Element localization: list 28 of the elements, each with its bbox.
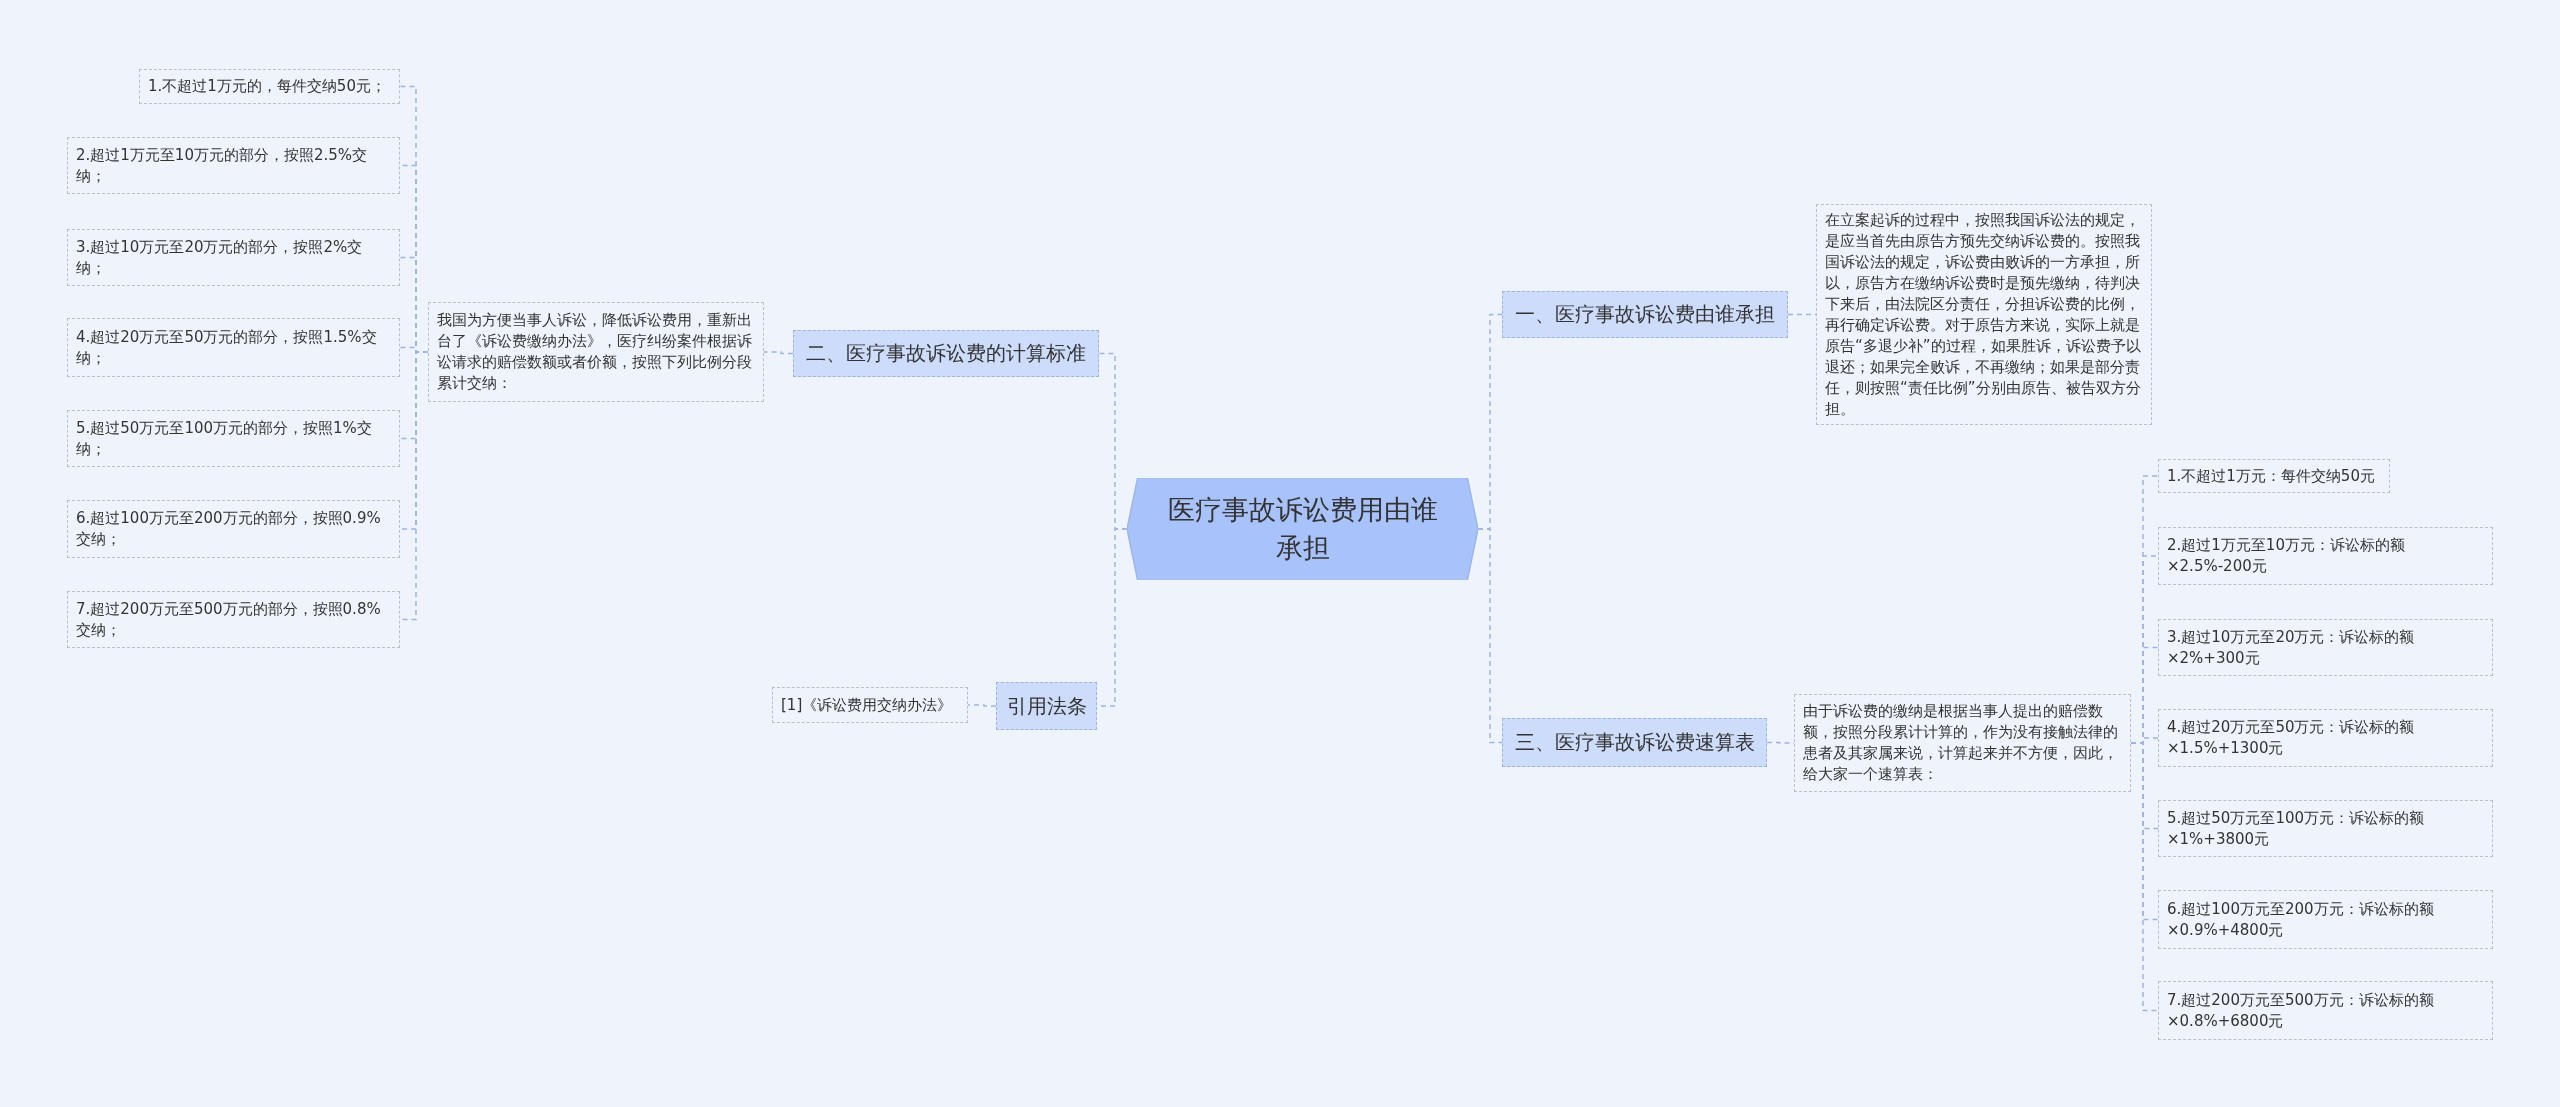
text-box: 6.超过100万元至200万元：诉讼标的额×0.9%+4800元 [2158, 890, 2493, 949]
topic-box: 引用法条 [996, 682, 1097, 730]
text-box: 1.不超过1万元的，每件交纳50元； [139, 69, 400, 104]
connector-line [2130, 742, 2159, 1012]
central-topic-box: 医疗事故诉讼费用由谁承担 [1127, 478, 1478, 580]
text-box: 3.超过10万元至20万元的部分，按照2%交纳； [67, 229, 400, 286]
text-box: 2.超过1万元至10万元的部分，按照2.5%交纳； [67, 137, 400, 194]
topic-box: 三、医疗事故诉讼费速算表 [1502, 718, 1767, 767]
text-box: 1.不超过1万元：每件交纳50元 [2158, 459, 2390, 493]
text-box: [1]《诉讼费用交纳办法》 [772, 687, 968, 723]
text-box: 我国为方便当事人诉讼，降低诉讼费用，重新出台了《诉讼费缴纳办法》，医疗纠纷案件根据诉讼请求的赔偿数额或者价额，按照下列比例分段累计交纳： [428, 302, 764, 402]
connector-line [763, 351, 794, 355]
text-box: 2.超过1万元至10万元：诉讼标的额×2.5%-200元 [2158, 527, 2493, 585]
text-box: 由于诉讼费的缴纳是根据当事人提出的赔偿数额，按照分段累计计算的，作为没有接触法律的患者及其家属来说，计算起来并不方便，因此，给大家一个速算表： [1794, 694, 2131, 792]
text-box: 4.超过20万元至50万元：诉讼标的额×1.5%+1300元 [2158, 709, 2493, 767]
text-box: 4.超过20万元至50万元的部分，按照1.5%交纳； [67, 318, 400, 377]
connector-line [1477, 528, 1503, 744]
topic-box: 二、医疗事故诉讼费的计算标准 [793, 330, 1099, 377]
topic-box: 一、医疗事故诉讼费由谁承担 [1502, 291, 1788, 338]
connector-line [967, 704, 997, 707]
text-box: 7.超过200万元至500万元的部分，按照0.8%交纳； [67, 591, 400, 648]
text-box: 7.超过200万元至500万元：诉讼标的额×0.8%+6800元 [2158, 981, 2493, 1040]
text-box: 5.超过50万元至100万元的部分，按照1%交纳； [67, 410, 400, 467]
text-box: 6.超过100万元至200万元的部分，按照0.9%交纳； [67, 500, 400, 558]
connector-line [1787, 313, 1817, 316]
text-box: 在立案起诉的过程中，按照我国诉讼法的规定，是应当首先由原告方预先交纳诉讼费的。按照我国诉讼法的规定，诉讼费由败诉的一方承担，所以，原告方在缴纳诉讼费时是预先缴纳，待判决下来后，由法院区分责任，分担诉讼费的比例，再行确定诉讼费。对于原告方来说，实际上就是原告“多退少补”的过程，如果胜诉，诉讼费予以退还；如果完全败诉，不再缴纳；如果是部分责任，则按照“责任比例”分别由原告、被告双方分担。 [1816, 204, 2152, 425]
text-box: 3.超过10万元至20万元：诉讼标的额×2%+300元 [2158, 619, 2493, 676]
text-box: 5.超过50万元至100万元：诉讼标的额×1%+3800元 [2158, 800, 2493, 857]
